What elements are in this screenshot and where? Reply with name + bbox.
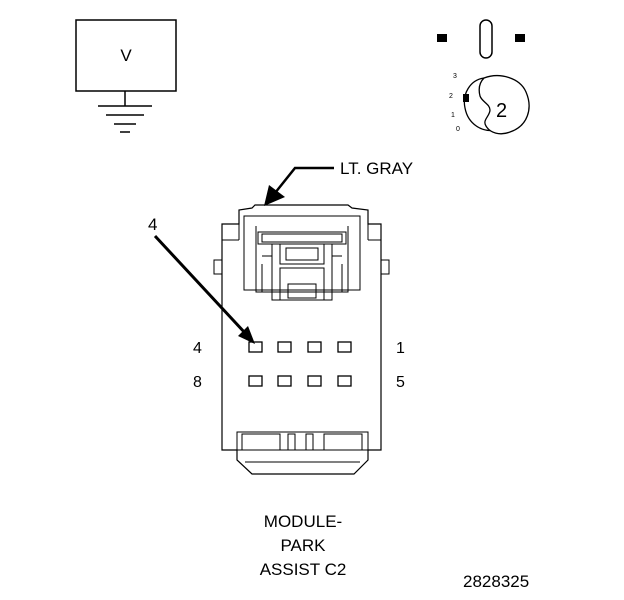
ground-icon [98, 105, 152, 133]
pin-cavity [248, 341, 263, 353]
pointer-pin-label: 4 [148, 215, 157, 234]
pin-cavity [337, 375, 352, 387]
pin-cavity [277, 375, 292, 387]
voltmeter-label: V [120, 46, 132, 65]
knob-position-1: 1 [451, 112, 455, 119]
knob-position-0: 0 [456, 126, 460, 133]
pin-label-1: 1 [396, 340, 405, 357]
connector-color-label: LT. GRAY [340, 159, 413, 178]
pin-pointer: 4 [148, 215, 255, 344]
connector-name-line-3: ASSIST C2 [260, 560, 347, 579]
probe-icon [437, 19, 525, 59]
knob-position-2: 2 [449, 93, 453, 100]
pin-label-5: 5 [396, 374, 405, 391]
color-callout: LT. GRAY [264, 159, 413, 206]
connector-key [236, 431, 369, 463]
connector-latch [243, 215, 361, 301]
connector-body [213, 204, 390, 475]
connector-name-line-1: MODULE- [264, 512, 342, 531]
pin-row-bottom [248, 375, 352, 387]
pin-label-8: 8 [193, 374, 202, 391]
pin-label-4: 4 [193, 340, 202, 357]
voltmeter-symbol: V [75, 19, 177, 133]
selector-knob-icon: 3 2 1 0 2 [449, 73, 530, 135]
pin-cavity [337, 341, 352, 353]
figure-id: 2828325 [463, 572, 529, 591]
knob-selected-value: 2 [496, 100, 507, 122]
pin-row-top [248, 341, 352, 353]
connector-name: MODULE- PARK ASSIST C2 [260, 512, 347, 579]
pin-cavity [277, 341, 292, 353]
pin-cavity [248, 375, 263, 387]
pin-cavity [307, 375, 322, 387]
knob-position-3: 3 [453, 73, 457, 80]
connector-name-line-2: PARK [280, 536, 326, 555]
pin-cavity [307, 341, 322, 353]
